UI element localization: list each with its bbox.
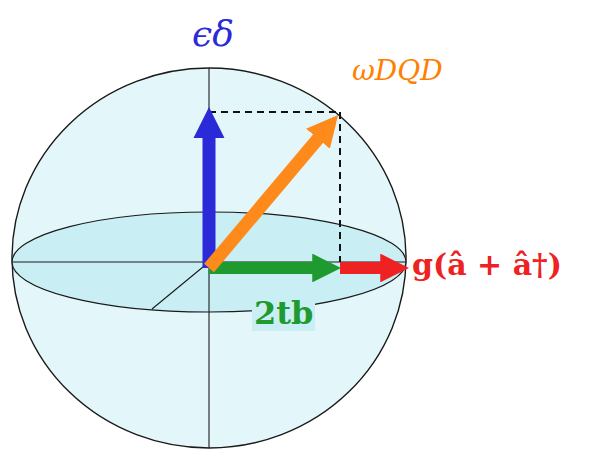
dashed-guide [209,111,340,113]
frequency-arrow [209,134,322,268]
y-axis [152,262,209,309]
detuning-arrow [203,132,216,268]
detuning-label: ϵδ [190,14,236,54]
frequency-label: ωDQD [350,56,445,87]
dashed-guide [339,112,341,262]
sphere-outline [12,68,406,448]
coupling-arrow [340,262,386,274]
tunneling-label: 2tb [252,296,315,331]
coupling-label: g(â + â†) [410,248,564,281]
tunneling-arrow [209,262,318,274]
